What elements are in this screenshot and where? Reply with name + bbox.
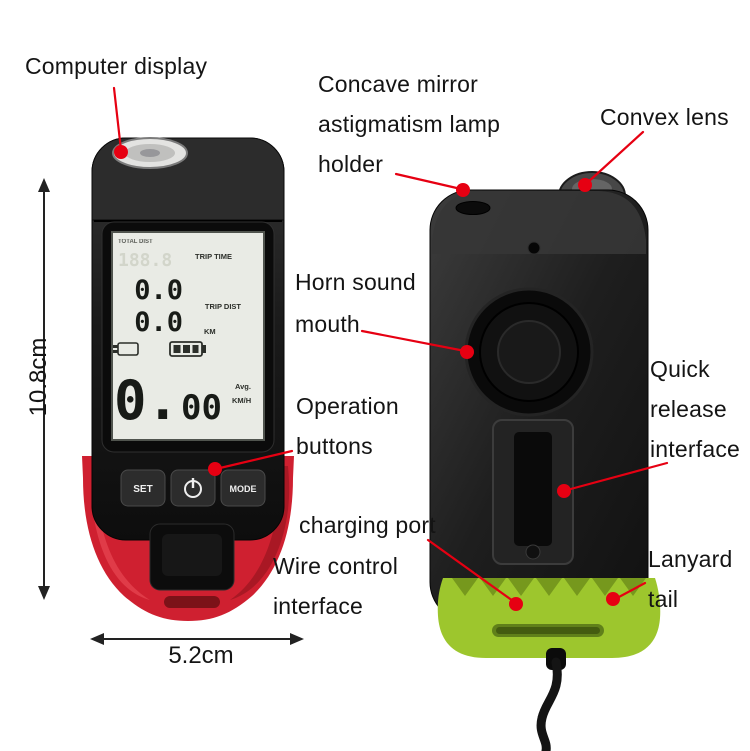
label-line: Computer display	[25, 53, 208, 79]
label-line: tail	[648, 586, 679, 612]
dot-concave	[456, 183, 470, 197]
label-horn-sound-mouth: Horn sound mouth	[295, 261, 416, 345]
label-line: Horn sound	[295, 269, 416, 295]
dot-charging	[509, 597, 523, 611]
lcd-avg-label: Avg.	[235, 382, 251, 391]
front-lamp-lens-core	[140, 149, 160, 157]
lcd-total-dist-label: TOTAL DIST	[118, 239, 153, 245]
label-line: interface	[273, 593, 364, 619]
dot-horn	[460, 345, 474, 359]
label-wire-control-interface: Wire control interface	[273, 546, 398, 626]
label-operation-buttons: Operation buttons	[296, 386, 399, 466]
front-mount-inner	[162, 534, 222, 576]
green-base-groove-inner	[496, 627, 600, 634]
back-green-base	[437, 578, 661, 658]
leader-lanyard	[615, 581, 647, 600]
dot-operation	[208, 462, 222, 476]
dot-lanyard	[606, 592, 620, 606]
width-dimension: 5.2cm	[90, 633, 304, 669]
arrow-right-icon	[290, 633, 304, 645]
small-hole	[527, 241, 541, 255]
lcd-ghost-digits: 188.8	[118, 250, 172, 271]
leader-charging	[426, 538, 515, 603]
label-computer-display: Computer display	[25, 52, 207, 80]
label-line: Concave mirror	[318, 71, 479, 97]
quick-release-slot	[492, 419, 574, 565]
label-concave-mirror-lamp-holder: Concave mirror astigmatism lamp holder	[318, 64, 500, 184]
label-line: charging port	[299, 512, 436, 538]
power-icon	[184, 478, 202, 498]
lcd-screen	[111, 231, 265, 441]
front-red-base-highlight	[91, 466, 150, 600]
label-line: Quick	[650, 356, 710, 382]
width-dimension-label: 5.2cm	[168, 642, 233, 669]
dot-convex	[578, 178, 592, 192]
mode-button[interactable]	[220, 469, 266, 507]
callout-leaders	[112, 86, 669, 603]
lcd-trip-dist-value: 0.0	[134, 307, 183, 338]
front-base-slot	[164, 596, 220, 608]
label-line: mouth	[295, 311, 360, 337]
label-line: release	[650, 396, 727, 422]
lcd-speed-minor: 00	[181, 388, 222, 428]
lcd-kmh-label: KM/H	[232, 396, 251, 405]
cable-wire	[536, 657, 562, 751]
lcd-trip-time-label: TRIP TIME	[195, 252, 232, 261]
label-convex-lens: Convex lens	[600, 103, 729, 131]
label-quick-release-interface: Quick release interface	[650, 349, 740, 469]
label-line: holder	[318, 151, 384, 177]
height-dimension: 10.8cm	[25, 178, 52, 600]
bike-computer-front: TOTAL DIST 188.8 TRIP TIME 0.0 TRIP DIST…	[82, 137, 294, 621]
label-line: Operation	[296, 393, 399, 419]
leader-operation	[218, 449, 294, 470]
arrow-left-icon	[90, 633, 104, 645]
label-line: Wire control	[273, 553, 399, 579]
leader-concave	[394, 172, 463, 191]
label-line: buttons	[296, 433, 373, 459]
leader-quick-release	[565, 461, 669, 492]
lcd-trip-dist-label: TRIP DIST	[205, 302, 242, 311]
label-charging-port: charging port	[299, 511, 436, 539]
leader-convex	[585, 130, 645, 185]
horn-speaker	[464, 287, 594, 417]
leader-computer-display	[112, 86, 123, 152]
arrow-down-icon	[38, 586, 50, 600]
lamp-holder-slot	[455, 201, 491, 215]
arrow-up-icon	[38, 178, 50, 192]
callout-dots	[114, 145, 620, 611]
label-lanyard-tail: Lanyard tail	[648, 539, 733, 619]
bike-computer-back	[429, 171, 661, 751]
lcd-speed-major: 0.	[114, 369, 179, 432]
dot-quick-release	[557, 484, 571, 498]
battery-icon	[169, 341, 206, 357]
label-line: astigmatism lamp	[318, 111, 501, 137]
set-button[interactable]	[120, 469, 166, 507]
dot-computer-display	[114, 145, 128, 159]
operation-buttons[interactable]: SET MODE	[120, 469, 266, 507]
lcd-km-label: KM	[204, 327, 216, 336]
set-button-label: SET	[133, 484, 152, 495]
label-line: Lanyard	[648, 546, 733, 572]
mode-button-label: MODE	[230, 484, 257, 494]
lcd-trip-time-value: 0.0	[134, 275, 183, 306]
charger-icon	[113, 342, 139, 356]
height-dimension-label: 10.8cm	[25, 338, 52, 417]
leader-horn	[360, 329, 467, 353]
label-line: Convex lens	[600, 104, 729, 130]
label-line: interface	[650, 436, 741, 462]
